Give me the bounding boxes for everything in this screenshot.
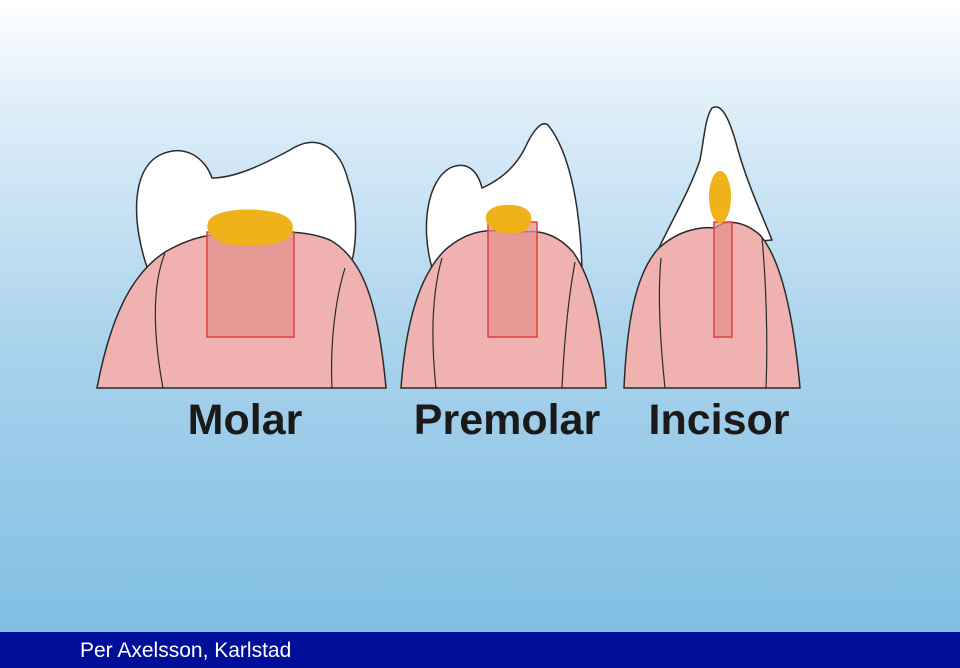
molar-illustration <box>96 141 387 389</box>
incisor-label: Incisor <box>648 396 790 444</box>
molar-label: Molar <box>187 396 303 444</box>
footer-bar: Per Axelsson, Karlstad <box>0 632 960 668</box>
slide-background: Molar Premolar Incisor <box>0 0 960 632</box>
incisor-restoration-zone <box>713 221 733 338</box>
tooth-diagram <box>96 106 801 389</box>
premolar-restoration-zone <box>487 221 538 338</box>
incisor-lesion <box>709 171 731 223</box>
premolar-root-line-left <box>432 257 443 389</box>
footer-credit: Per Axelsson, Karlstad <box>80 639 292 662</box>
incisor-illustration <box>623 106 801 389</box>
premolar-lesion <box>485 204 532 235</box>
premolar-illustration <box>400 123 607 389</box>
molar-lesion <box>207 209 293 247</box>
incisor-root-line-left <box>658 257 666 389</box>
incisor-gingiva <box>623 221 801 389</box>
incisor-root-line-right <box>761 237 768 389</box>
molar-restoration-zone <box>206 231 295 338</box>
premolar-label: Premolar <box>413 396 601 444</box>
molar-root-line-right <box>330 267 346 389</box>
molar-root-line-left <box>154 252 166 389</box>
premolar-root-line-right <box>561 261 576 389</box>
